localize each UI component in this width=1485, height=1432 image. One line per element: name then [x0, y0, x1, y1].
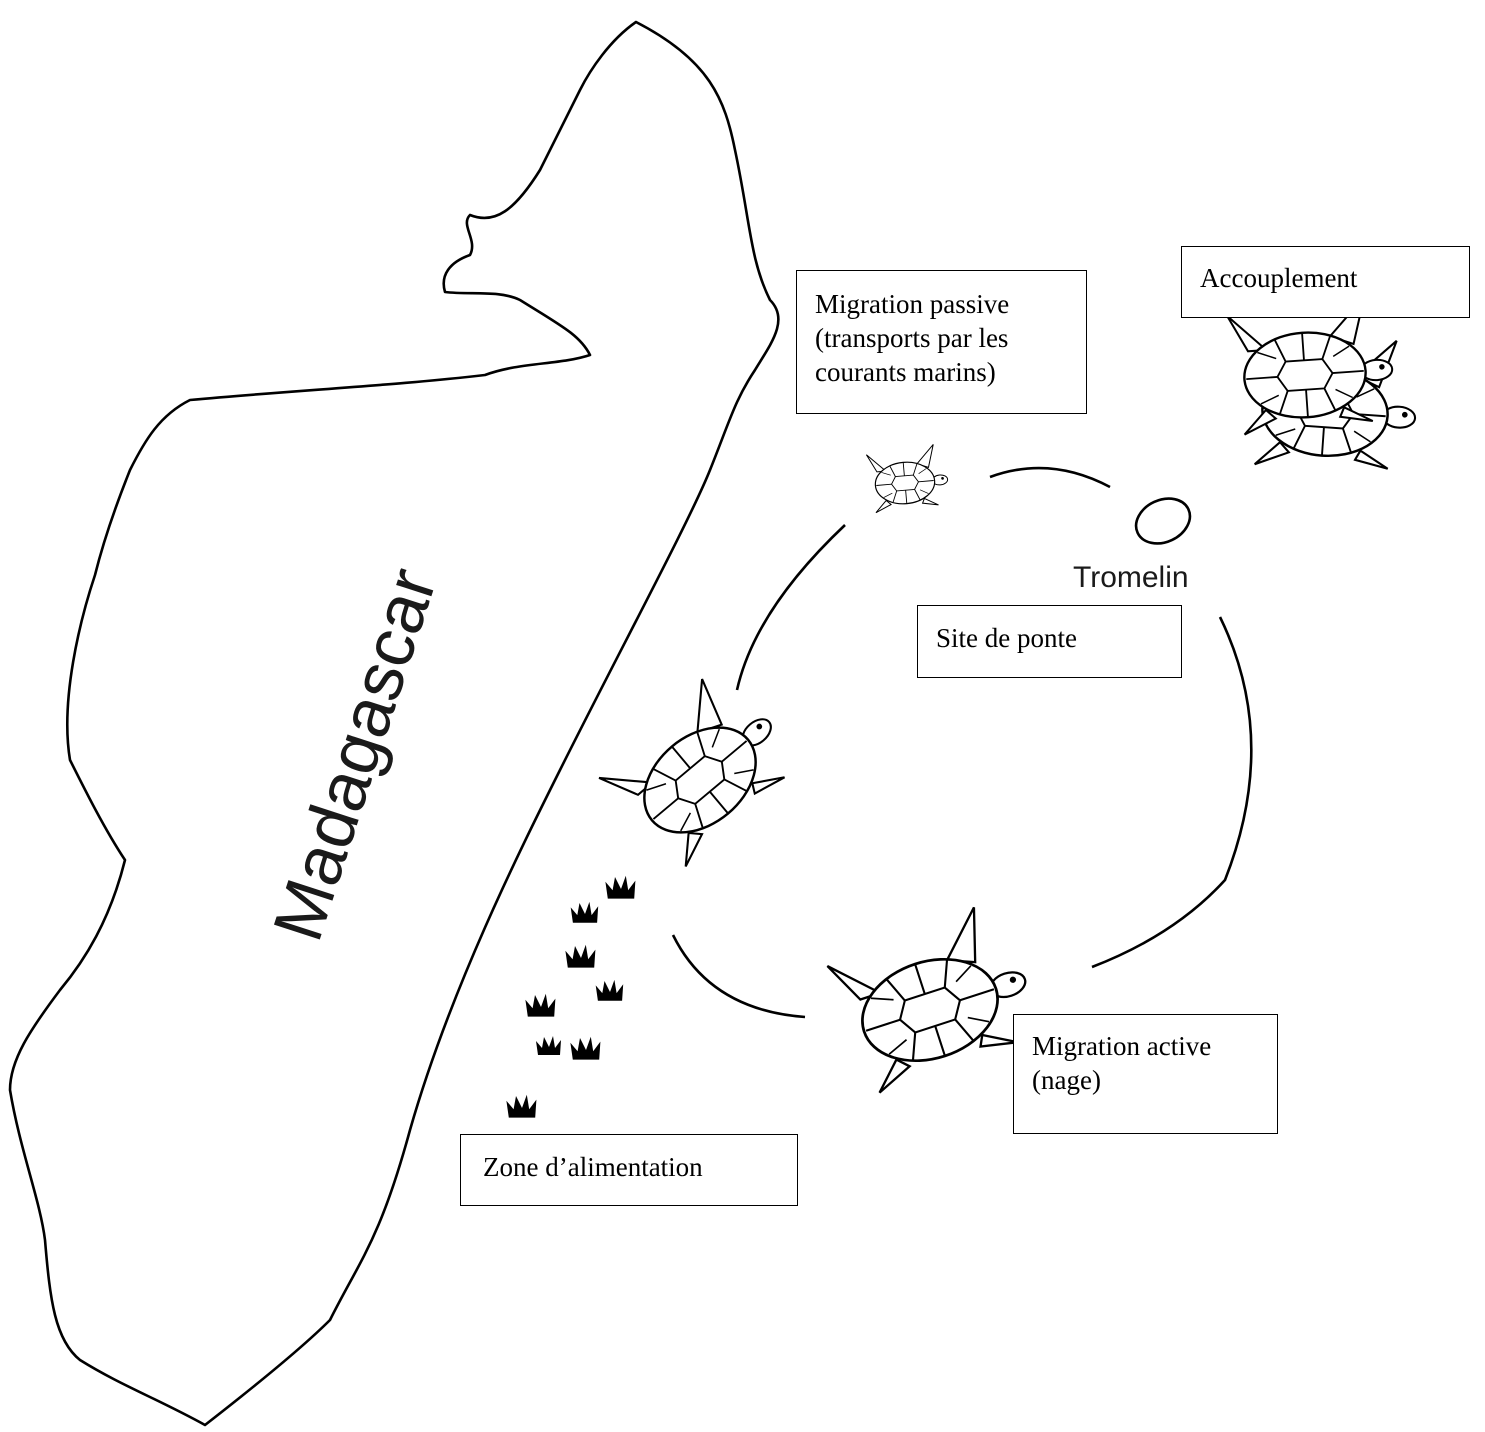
swimming-turtle-icon	[822, 897, 1046, 1098]
tromelin-island	[1134, 497, 1192, 545]
cycle-arc-east	[1091, 616, 1253, 969]
seagrass-icon	[506, 875, 636, 1118]
tromelin-label: Tromelin	[1073, 561, 1189, 594]
madagascar-outline	[8, 20, 780, 1427]
feeding-zone-box: Zone d’alimentation	[460, 1134, 798, 1206]
cycle-arc-passive-top	[989, 466, 1111, 489]
mating-box: Accouplement	[1181, 246, 1470, 318]
cycle-arc-southwest	[671, 934, 806, 1019]
passive-migration-box: Migration passive (transports par les co…	[796, 270, 1087, 414]
mating-turtles-icon	[1225, 294, 1422, 477]
hatchling-turtle-icon	[865, 442, 951, 514]
adult-turtle-icon	[591, 662, 808, 874]
active-migration-box: Migration active (nage)	[1013, 1014, 1278, 1134]
nesting-site-box: Site de ponte	[917, 605, 1182, 678]
cycle-arc-west	[735, 524, 846, 691]
madagascar-label: Madagascar	[258, 559, 451, 949]
